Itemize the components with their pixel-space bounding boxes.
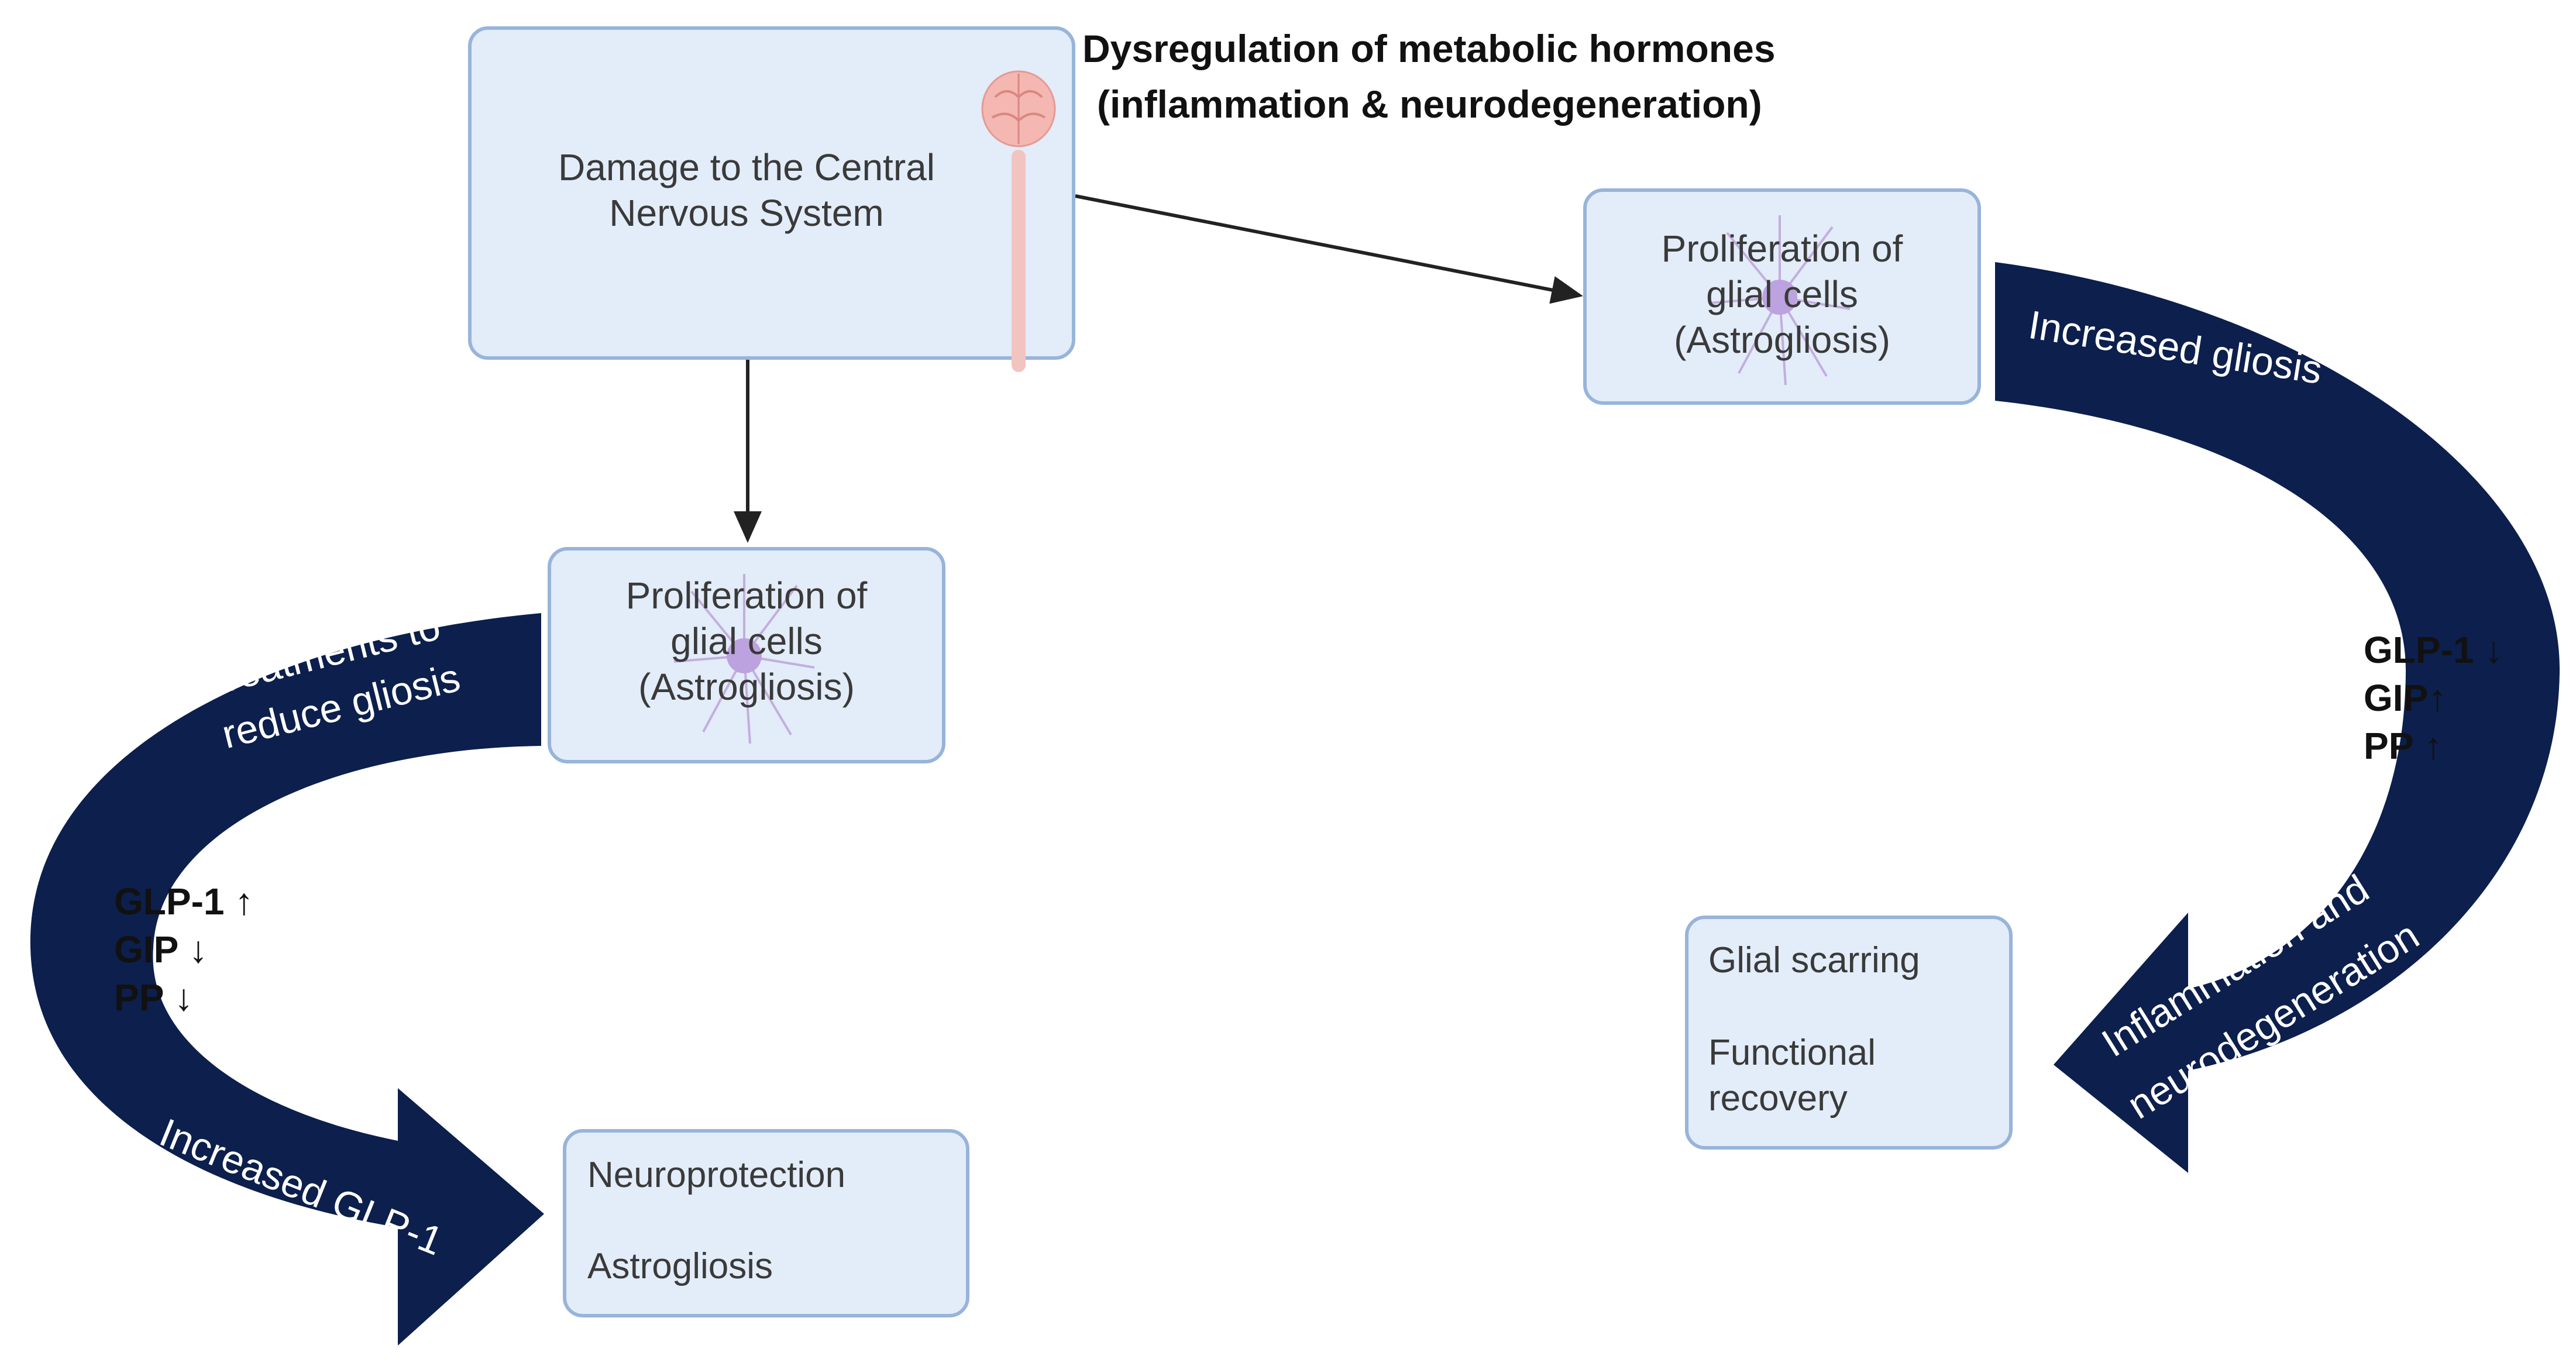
cns-box-line2: Nervous System (609, 192, 884, 234)
astrocyte-icon (673, 574, 815, 744)
left-glial-line2: glial cells (670, 620, 823, 662)
right-glial-line3: (Astrogliosis) (1674, 319, 1890, 361)
outcome-glial-scarring: Glial scarring (1708, 940, 1920, 980)
diagram-title-line1: Dysregulation of metabolic hormones (1082, 27, 1776, 70)
outcome-functional-recovery-line1: Functional (1708, 1033, 1876, 1073)
right-curved-arrow (1995, 262, 2560, 1173)
right-glial-box: Proliferation of glial cells (Astroglios… (1583, 188, 1981, 405)
left-curved-arrow (30, 613, 544, 1346)
right-glial-line1: Proliferation of (1661, 228, 1903, 270)
connector-arrow-right (1075, 194, 1583, 304)
right-hormone-pp: PP ↑ (2364, 725, 2443, 767)
outcome-functional-recovery-line2: recovery (1708, 1078, 1848, 1119)
left-glial-box: Proliferation of glial cells (Astroglios… (548, 547, 945, 763)
right-hormone-glp1: GLP-1 ↓ (2364, 629, 2503, 671)
brain-spinal-cord-icon (981, 70, 1056, 372)
left-hormone-pp: PP ↓ (114, 976, 194, 1019)
cns-box-line1: Damage to the Central (558, 146, 935, 188)
left-hormone-glp1: GLP-1 ↑ (114, 880, 254, 923)
left-hormone-gip: GIP ↓ (114, 928, 208, 971)
left-glial-line1: Proliferation of (625, 574, 868, 617)
outcome-neuroprotection: Neuroprotection (587, 1155, 846, 1195)
cns-damage-box: Damage to the Central Nervous System (468, 26, 1075, 372)
left-glial-line3: (Astrogliosis) (638, 666, 855, 708)
outcome-astrogliosis: Astrogliosis (587, 1246, 773, 1286)
right-glial-line2: glial cells (1706, 273, 1858, 315)
astrocyte-icon (1709, 215, 1851, 386)
right-outcome-box: Glial scarring Functional recovery (1685, 916, 2013, 1150)
left-outcome-box: Neuroprotection Astrogliosis (563, 1129, 969, 1317)
diagram-title-line2: (inflammation & neurodegeneration) (1097, 82, 1762, 126)
right-hormone-gip: GIP↑ (2364, 677, 2447, 719)
